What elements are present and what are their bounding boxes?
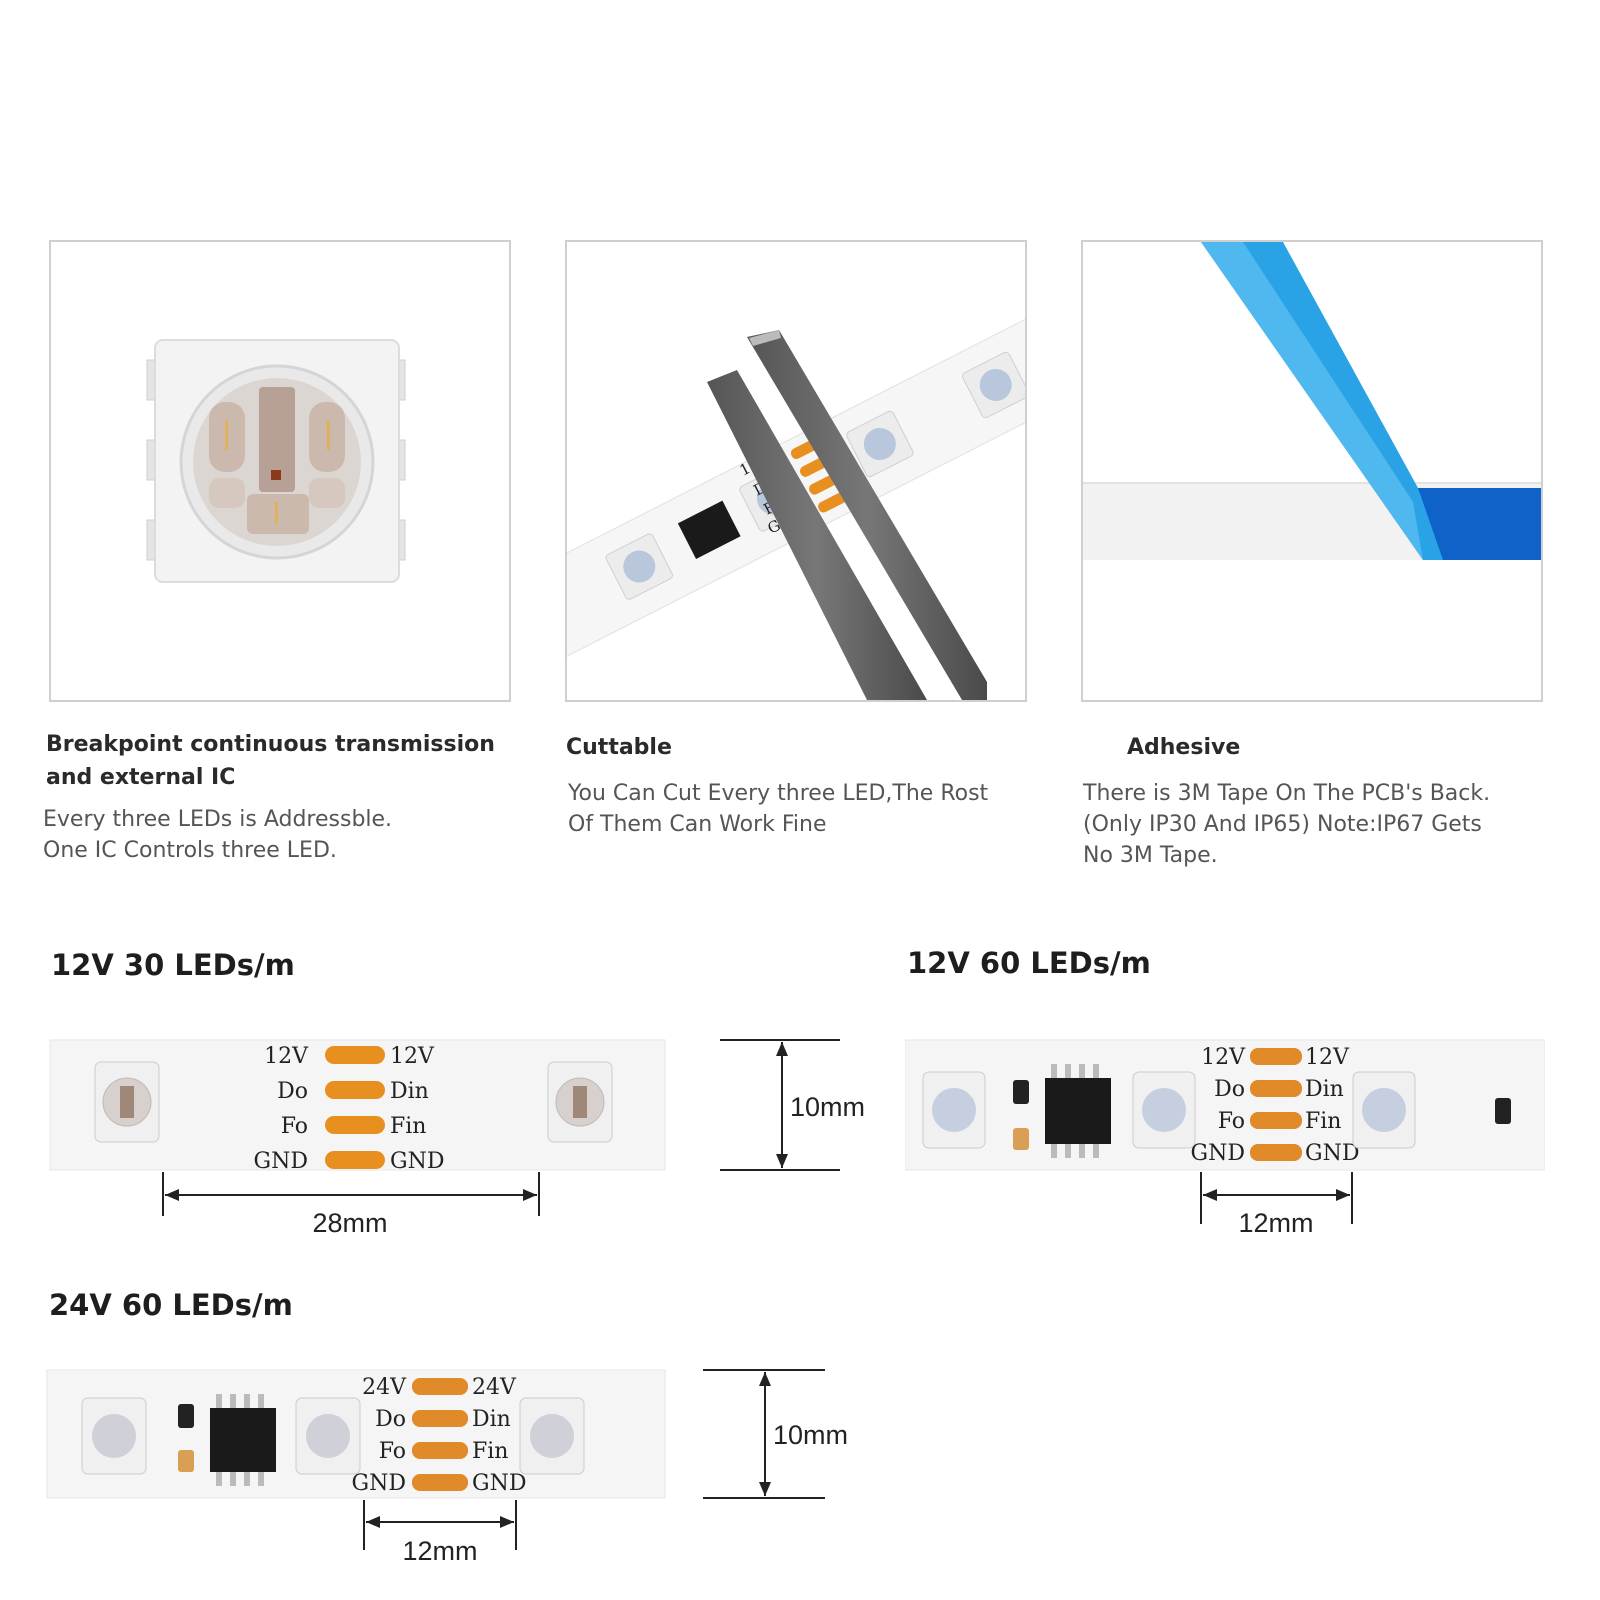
pad-label: 12V bbox=[1201, 1045, 1246, 1070]
ic-chip bbox=[210, 1394, 276, 1486]
strip-12v-30-diagram: 12V Do Fo GND 12V Din Fin GND 28mm 10mm bbox=[49, 1039, 865, 1238]
strip-title: 24V 60 LEDs/m bbox=[49, 1288, 293, 1322]
cutting-panel: 12V Do Fo GND bbox=[565, 240, 1027, 702]
led-chip bbox=[94, 1061, 160, 1143]
adhesive-panel bbox=[1081, 240, 1543, 702]
strip-title: 12V 30 LEDs/m bbox=[51, 948, 295, 982]
pad-label: Din bbox=[472, 1407, 511, 1432]
pad-label: Do bbox=[277, 1079, 308, 1104]
led-chip bbox=[547, 1061, 613, 1143]
spacing-label: 28mm bbox=[312, 1208, 387, 1238]
feature-title-line: Cuttable bbox=[566, 735, 672, 760]
pad-label: 24V bbox=[472, 1375, 517, 1400]
strip-12v-60-diagram: 12V Do Fo GND 12V Din Fin GND 12mm bbox=[905, 1039, 1545, 1238]
pad-label: Fo bbox=[379, 1439, 406, 1464]
spacing-label: 12mm bbox=[402, 1536, 477, 1566]
solder-pads bbox=[1250, 1048, 1302, 1161]
pad-label: Fo bbox=[281, 1114, 308, 1139]
led-chip bbox=[295, 1397, 361, 1475]
width-dimension bbox=[720, 1039, 840, 1171]
pad-label: 12V bbox=[1305, 1045, 1350, 1070]
feature-desc-line: Every three LEDs is Addressble. bbox=[43, 807, 393, 832]
led-chip bbox=[519, 1397, 585, 1475]
feature-title-line: Breakpoint continuous transmission bbox=[46, 732, 495, 757]
strip-title: 12V 60 LEDs/m bbox=[907, 946, 1151, 980]
led-chip-panel bbox=[49, 240, 511, 702]
width-label: 10mm bbox=[790, 1092, 865, 1122]
adhesive-tape-illustration bbox=[1083, 242, 1541, 560]
led-chip bbox=[1132, 1071, 1196, 1149]
spacing-dimension bbox=[1200, 1172, 1353, 1224]
pad-label: Din bbox=[390, 1079, 429, 1104]
pad-label: 12V bbox=[264, 1044, 309, 1069]
pad-label: GND bbox=[352, 1471, 406, 1496]
solder-pads bbox=[325, 1046, 385, 1169]
led-chip bbox=[1352, 1071, 1416, 1149]
feature-desc-line: Of Them Can Work Fine bbox=[568, 812, 827, 837]
pad-label: Fin bbox=[390, 1114, 426, 1139]
ic-chip bbox=[1045, 1064, 1111, 1158]
spacing-dimension bbox=[363, 1500, 517, 1550]
strip-24v-60-diagram: 24V Do Fo GND 24V Din Fin GND 12mm 10mm bbox=[46, 1369, 848, 1566]
pad-label: GND bbox=[390, 1149, 444, 1174]
feature-desc-line: One IC Controls three LED. bbox=[43, 838, 337, 863]
feature-desc-line: No 3M Tape. bbox=[1083, 843, 1218, 868]
pad-label: Din bbox=[1305, 1077, 1344, 1102]
pad-label: 12V bbox=[390, 1044, 435, 1069]
pad-label: GND bbox=[254, 1149, 308, 1174]
pad-label: Fo bbox=[1218, 1109, 1245, 1134]
spacing-label: 12mm bbox=[1238, 1208, 1313, 1238]
feature-description: There is 3M Tape On The PCB's Back. (Onl… bbox=[1083, 778, 1490, 871]
led-chip bbox=[81, 1397, 147, 1475]
pad-label: 24V bbox=[362, 1375, 407, 1400]
pad-label: GND bbox=[1191, 1141, 1245, 1166]
led-chip-illustration bbox=[146, 339, 406, 583]
spacing-dimension bbox=[162, 1172, 540, 1216]
pad-label: GND bbox=[1305, 1141, 1359, 1166]
pad-label: GND bbox=[472, 1471, 526, 1496]
feature-title: Adhesive bbox=[1127, 731, 1240, 764]
feature-description: Every three LEDs is Addressble. One IC C… bbox=[43, 804, 392, 866]
width-dimension bbox=[703, 1369, 825, 1499]
pad-label: Do bbox=[375, 1407, 406, 1432]
width-label: 10mm bbox=[773, 1420, 848, 1450]
feature-desc-line: There is 3M Tape On The PCB's Back. bbox=[1083, 781, 1491, 806]
feature-description: You Can Cut Every three LED,The Rost Of … bbox=[568, 778, 988, 840]
pad-label: Fin bbox=[472, 1439, 508, 1464]
feature-title: Cuttable bbox=[566, 731, 672, 764]
feature-title: Breakpoint continuous transmission and e… bbox=[46, 728, 495, 794]
feature-desc-line: You Can Cut Every three LED,The Rost bbox=[568, 781, 989, 806]
cut-strip-illustration: 12V Do Fo GND bbox=[567, 301, 1025, 700]
solder-pads bbox=[412, 1378, 468, 1491]
led-chip bbox=[922, 1071, 986, 1149]
pad-label: Do bbox=[1214, 1077, 1245, 1102]
scissors-icon bbox=[707, 330, 987, 700]
feature-desc-line: (Only IP30 And IP65) Note:IP67 Gets bbox=[1083, 812, 1482, 837]
feature-title-line: Adhesive bbox=[1127, 735, 1241, 760]
pad-label: Fin bbox=[1305, 1109, 1341, 1134]
feature-title-line: and external IC bbox=[46, 765, 236, 790]
